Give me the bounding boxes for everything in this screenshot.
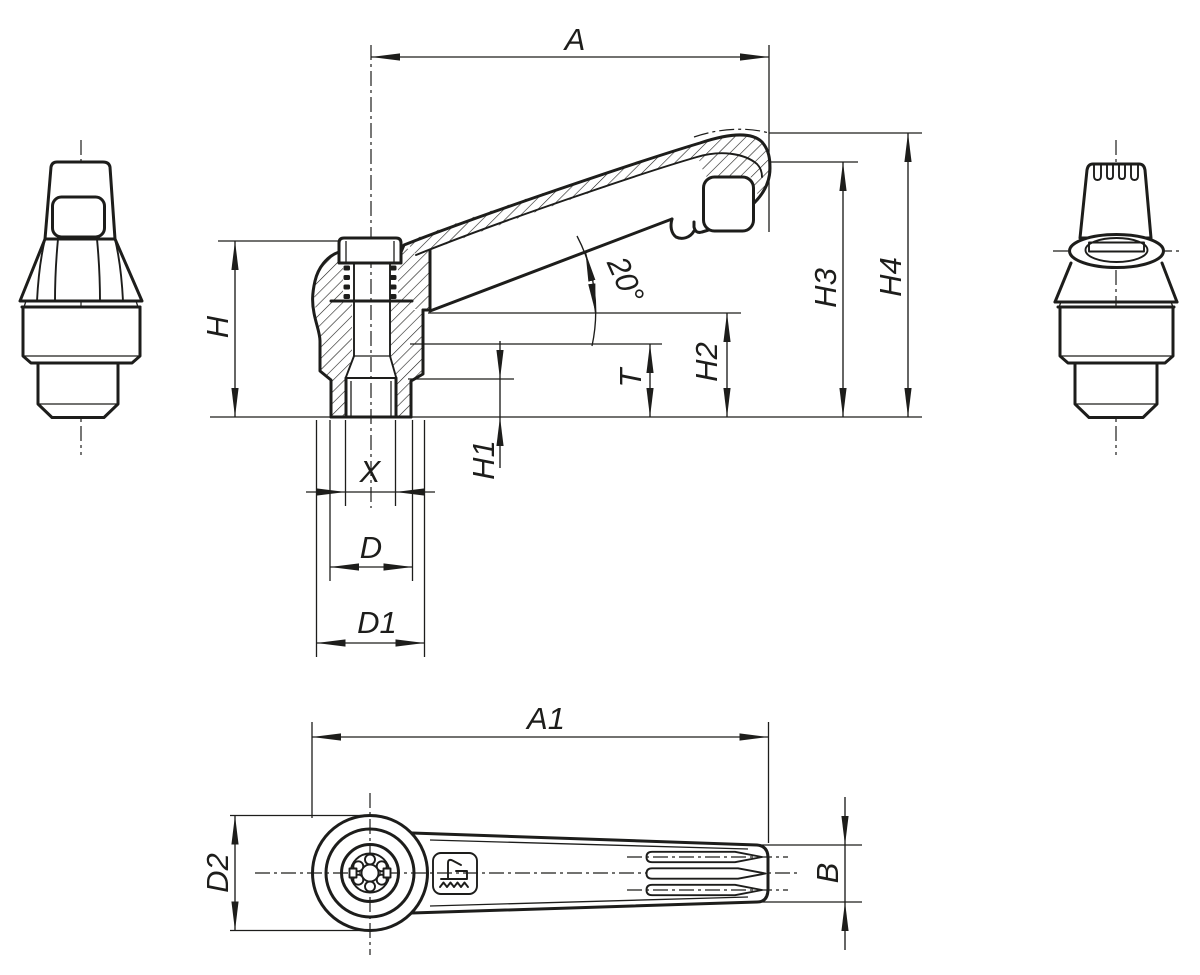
dim-label-h4: H4	[873, 257, 908, 297]
front-rib	[54, 238, 59, 302]
back-view	[1053, 140, 1181, 455]
dim-label-d2: D2	[200, 853, 235, 893]
section-hatch-right-upper	[398, 246, 430, 309]
front-rib	[36, 238, 46, 302]
front-rib	[114, 238, 124, 302]
spring-coils	[343, 265, 397, 299]
dim-label-angle: 20°	[600, 250, 651, 308]
lever-hook-notch	[669, 217, 696, 240]
back-grip	[1078, 162, 1153, 240]
back-grip-finger-grooves	[1093, 164, 1139, 181]
bottom-hub-circle	[340, 843, 400, 903]
angle-arrow	[584, 252, 596, 282]
lever-underside-20deg-line	[428, 217, 674, 313]
dim-label-h1: H1	[466, 440, 501, 480]
dim-label-a: A	[563, 22, 586, 57]
dim-label-h3: H3	[808, 268, 843, 308]
back-bushing-block	[1058, 305, 1175, 365]
dim-label-d1: D1	[357, 605, 397, 640]
lever-wall-hatch	[407, 135, 770, 255]
section-hatch-left-lower	[315, 302, 352, 416]
dim-label-d: D	[360, 530, 382, 565]
section-hatch-left-upper	[314, 254, 352, 302]
sleeve-and-bore	[344, 262, 398, 419]
bottom-boss-ring	[324, 827, 416, 919]
hub-left-outline	[311, 250, 341, 419]
angle-arrow	[588, 283, 597, 313]
front-collar	[36, 361, 120, 419]
dim-label-b: B	[810, 863, 845, 884]
back-drive-slot	[1088, 241, 1145, 253]
front-flare	[18, 237, 144, 303]
kipp-lever-logo-icon	[432, 852, 478, 895]
bottom-arm-draft-line	[429, 896, 749, 907]
lever-inner-edge	[415, 152, 763, 256]
bottom-arm-outline	[410, 831, 770, 915]
back-cone-edge	[1053, 261, 1073, 304]
bottom-end-grooves	[627, 850, 788, 897]
dim-label-h: H	[200, 315, 235, 338]
hub-right-outline	[409, 248, 432, 419]
bottom-view	[255, 793, 798, 955]
dimension-annotations: A H H1 T H2 H3 H4 20°	[200, 22, 922, 950]
dim-label-a1: A1	[525, 701, 565, 736]
front-bushing-block	[21, 305, 142, 365]
side-section-view	[311, 45, 772, 508]
lever-outer-edge	[399, 133, 772, 254]
front-rib	[96, 238, 101, 302]
bottom-arm-draft-line	[429, 839, 749, 850]
cap-nut	[337, 236, 403, 265]
back-cone-edge	[1160, 261, 1179, 304]
back-shoulder-rim	[1084, 237, 1149, 263]
dim-label-h2: H2	[689, 342, 724, 382]
lever-top-tangent-centerline	[693, 128, 770, 138]
dim-label-t: T	[613, 366, 648, 387]
back-collar	[1073, 361, 1159, 419]
front-view	[18, 140, 144, 455]
lever-end-pocket	[702, 175, 755, 233]
bottom-torx-socket	[348, 853, 392, 893]
dim-label-x: X	[359, 454, 382, 489]
section-hatch-right-lower	[390, 302, 423, 416]
front-grip-recess	[51, 195, 106, 239]
